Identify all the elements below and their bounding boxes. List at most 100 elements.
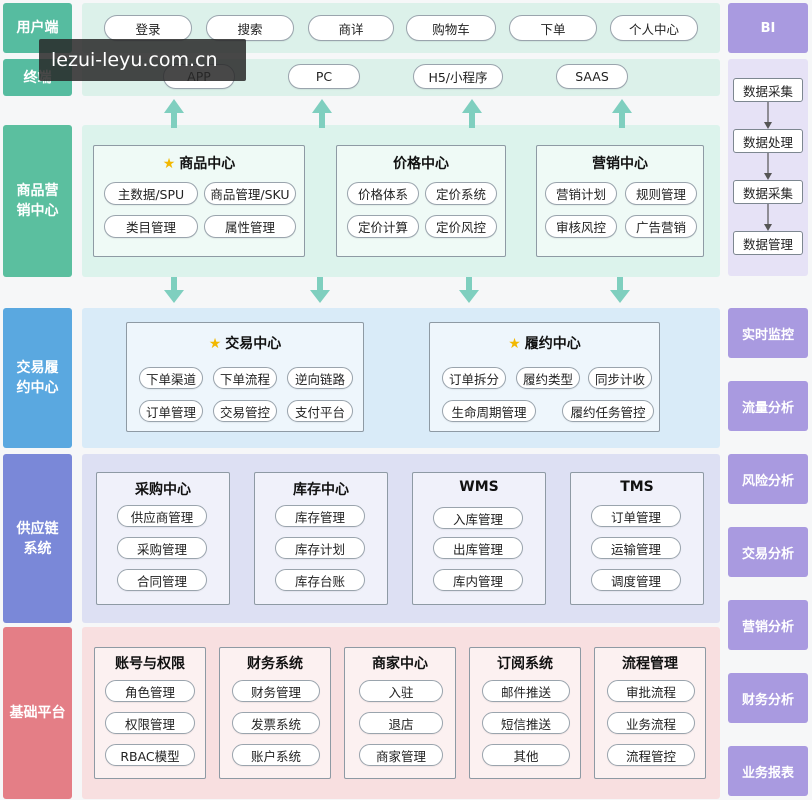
card-price-center: 价格中心 价格体系 定价系统 定价计算 定价风控 bbox=[336, 145, 506, 257]
pill-item: 库存管理 bbox=[275, 505, 365, 527]
pill-item: 库内管理 bbox=[433, 569, 523, 591]
goods-row-label: 商品营销中心 bbox=[3, 125, 72, 277]
pill-item: 业务流程 bbox=[607, 712, 695, 734]
card-marketing-center: 营销中心 营销计划 规则管理 审核风控 广告营销 bbox=[536, 145, 704, 257]
pill-item: 属性管理 bbox=[204, 215, 296, 238]
arrow-down-icon bbox=[610, 277, 630, 303]
panel-marketing-analysis: 营销分析 bbox=[728, 600, 808, 650]
card-title: 履约中心 bbox=[524, 336, 581, 352]
card-title: 交易中心 bbox=[225, 336, 282, 352]
pill-item: 合同管理 bbox=[117, 569, 207, 591]
pill-item: 入驻 bbox=[359, 680, 443, 702]
pill-item: 库存台账 bbox=[275, 569, 365, 591]
pill-item: 下单流程 bbox=[213, 367, 277, 389]
pill-item: 定价计算 bbox=[347, 215, 419, 238]
card-process-management: 流程管理 审批流程 业务流程 流程管控 bbox=[594, 647, 706, 779]
card-title: 价格中心 bbox=[393, 156, 449, 172]
pill-item: 同步计收 bbox=[588, 367, 652, 389]
panel-business-report: 业务报表 bbox=[728, 746, 808, 796]
card-title: 订阅系统 bbox=[497, 656, 553, 672]
pill-item: 逆向链路 bbox=[287, 367, 353, 389]
pill-item: 商家管理 bbox=[359, 744, 443, 766]
panel-realtime-monitor: 实时监控 bbox=[728, 308, 808, 358]
arrow-down-icon bbox=[764, 204, 772, 231]
card-tms: TMS 订单管理 运输管理 调度管理 bbox=[570, 472, 704, 605]
card-subscription-system: 订阅系统 邮件推送 短信推送 其他 bbox=[469, 647, 581, 779]
pill-item: 账户系统 bbox=[232, 744, 320, 766]
arrow-up-icon bbox=[612, 99, 632, 128]
card-inventory-center: 库存中心 库存管理 库存计划 库存台账 bbox=[254, 472, 388, 605]
pill-item: 审核风控 bbox=[545, 215, 617, 238]
pill-item: 供应商管理 bbox=[117, 505, 207, 527]
pill-item: 流程管控 bbox=[607, 744, 695, 766]
pill-item: 采购管理 bbox=[117, 537, 207, 559]
arrow-down-icon bbox=[764, 102, 772, 129]
panel-trade-analysis: 交易分析 bbox=[728, 527, 808, 577]
arrow-up-icon bbox=[462, 99, 482, 128]
arrow-up-icon bbox=[164, 99, 184, 128]
card-account-permission: 账号与权限 角色管理 权限管理 RBAC模型 bbox=[94, 647, 206, 779]
pill-item: 营销计划 bbox=[545, 182, 617, 205]
user-pill-order: 下单 bbox=[509, 15, 597, 41]
arrow-down-icon bbox=[310, 277, 330, 303]
star-icon: ★ bbox=[208, 336, 222, 352]
arrow-up-icon bbox=[312, 99, 332, 128]
card-title: 商品中心 bbox=[179, 156, 236, 172]
pill-item: 类目管理 bbox=[104, 215, 198, 238]
card-finance-system: 财务系统 财务管理 发票系统 账户系统 bbox=[219, 647, 331, 779]
user-pill-personal-center: 个人中心 bbox=[610, 15, 698, 41]
user-pill-cart: 购物车 bbox=[406, 15, 496, 41]
arrow-down-icon bbox=[459, 277, 479, 303]
pill-item: 入库管理 bbox=[433, 507, 523, 529]
card-title: 商家中心 bbox=[372, 656, 428, 672]
flow-step: 数据处理 bbox=[733, 129, 803, 153]
user-pill-login: 登录 bbox=[104, 15, 192, 41]
card-title: WMS bbox=[459, 479, 499, 495]
user-pill-search: 搜索 bbox=[206, 15, 294, 41]
card-trade-center: ★交易中心 下单渠道 下单流程 逆向链路 订单管理 交易管控 支付平台 bbox=[126, 322, 364, 432]
pill-item: 定价系统 bbox=[425, 182, 497, 205]
card-purchase-center: 采购中心 供应商管理 采购管理 合同管理 bbox=[96, 472, 230, 605]
card-title: 账号与权限 bbox=[115, 656, 185, 672]
panel-traffic-analysis: 流量分析 bbox=[728, 381, 808, 431]
flow-step: 数据采集 bbox=[733, 180, 803, 204]
pill-item: 退店 bbox=[359, 712, 443, 734]
pill-item: 角色管理 bbox=[105, 680, 195, 702]
star-icon: ★ bbox=[162, 156, 176, 172]
pill-item: 邮件推送 bbox=[482, 680, 570, 702]
star-icon: ★ bbox=[508, 336, 521, 352]
base-row-label: 基础平台 bbox=[3, 627, 72, 799]
arrow-down-icon bbox=[764, 153, 772, 180]
pill-item: 订单管理 bbox=[139, 400, 203, 422]
pill-item: 调度管理 bbox=[591, 569, 681, 591]
pill-item: RBAC模型 bbox=[105, 744, 195, 766]
card-title: 库存中心 bbox=[293, 482, 349, 498]
pill-item: 履约类型 bbox=[516, 367, 580, 389]
arrow-down-icon bbox=[164, 277, 184, 303]
bi-header: BI bbox=[728, 3, 808, 53]
pill-item: 财务管理 bbox=[232, 680, 320, 702]
card-merchant-center: 商家中心 入驻 退店 商家管理 bbox=[344, 647, 456, 779]
user-pill-detail: 商详 bbox=[308, 15, 394, 41]
card-title: 流程管理 bbox=[622, 656, 678, 672]
card-title: 采购中心 bbox=[135, 482, 191, 498]
trade-row-label: 交易履约中心 bbox=[3, 308, 72, 448]
pill-item: 商品管理/SKU bbox=[204, 182, 296, 205]
card-goods-center: ★商品中心 主数据/SPU 商品管理/SKU 类目管理 属性管理 bbox=[93, 145, 305, 257]
pill-item: 价格体系 bbox=[347, 182, 419, 205]
card-fulfillment-center: ★履约中心 订单拆分 履约类型 同步计收 生命周期管理 履约任务管控 bbox=[429, 322, 660, 432]
terminal-pill-pc: PC bbox=[288, 64, 360, 89]
pill-item: 运输管理 bbox=[591, 537, 681, 559]
terminal-pill-h5: H5/小程序 bbox=[413, 64, 503, 89]
pill-item: 订单管理 bbox=[591, 505, 681, 527]
panel-finance-analysis: 财务分析 bbox=[728, 673, 808, 723]
card-wms: WMS 入库管理 出库管理 库内管理 bbox=[412, 472, 546, 605]
pill-item: 下单渠道 bbox=[139, 367, 203, 389]
pill-item: 短信推送 bbox=[482, 712, 570, 734]
terminal-pill-saas: SAAS bbox=[556, 64, 628, 89]
pill-item: 规则管理 bbox=[625, 182, 697, 205]
pill-item: 履约任务管控 bbox=[562, 400, 654, 422]
card-title: 营销中心 bbox=[592, 156, 648, 172]
pill-item: 出库管理 bbox=[433, 537, 523, 559]
